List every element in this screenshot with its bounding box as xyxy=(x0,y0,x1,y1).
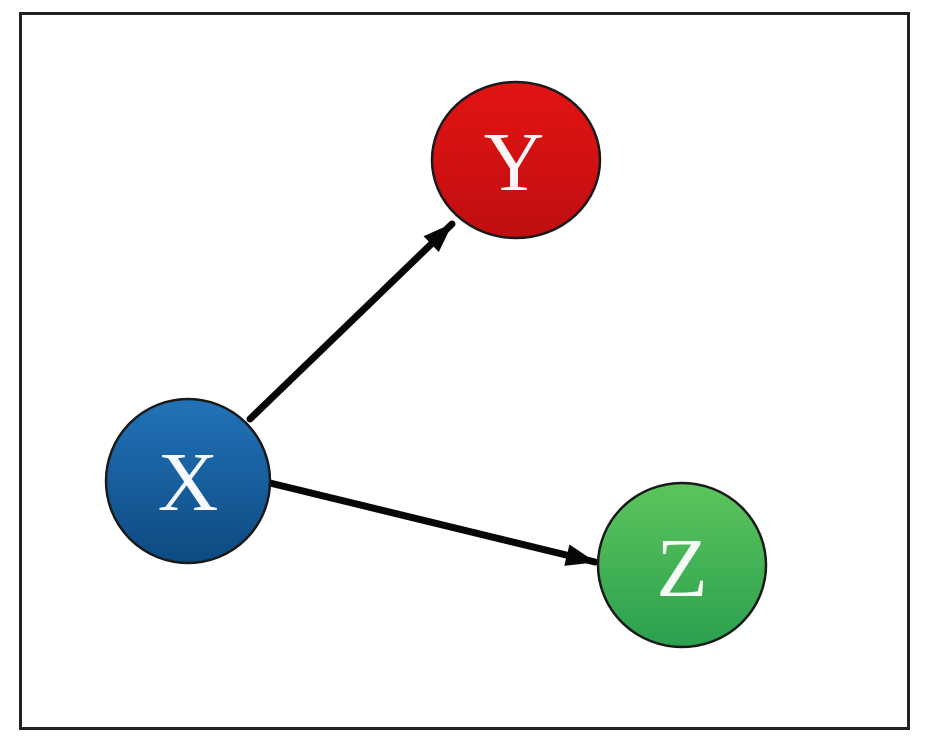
edge-x-to-z xyxy=(266,479,599,566)
node-x: X xyxy=(104,397,272,565)
node-y: Y xyxy=(430,80,602,240)
edge-x-to-y xyxy=(246,220,456,423)
edge-x-to-z-line xyxy=(266,479,599,566)
node-x-label: X xyxy=(158,436,219,529)
node-y-circle xyxy=(430,80,602,240)
edge-x-to-y-line xyxy=(246,220,456,423)
diagram-frame-border xyxy=(19,12,910,730)
node-z: Z xyxy=(596,481,768,649)
node-y-label: Y xyxy=(484,116,545,209)
node-x-circle xyxy=(104,397,272,565)
node-z-label: Z xyxy=(656,522,707,615)
node-z-circle xyxy=(596,481,768,649)
